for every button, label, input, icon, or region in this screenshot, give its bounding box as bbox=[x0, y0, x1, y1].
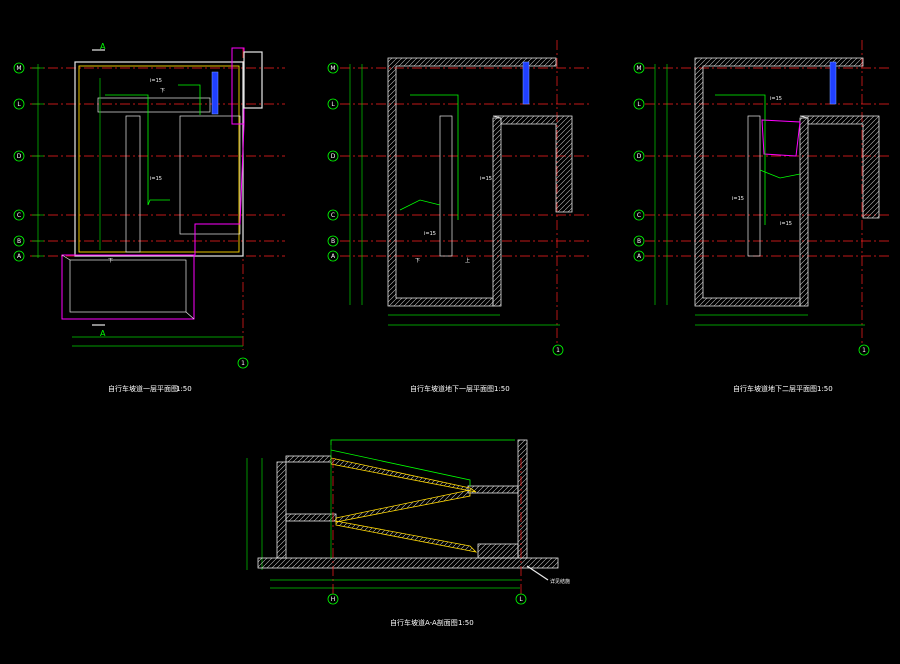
plan1-axis-bubble: C bbox=[17, 212, 21, 219]
plan1-axis-bubble: D bbox=[17, 153, 22, 160]
plan2-slope-label: i=15 bbox=[480, 176, 492, 182]
plan2-axis-bubble: M bbox=[330, 65, 335, 72]
plan2-title: 自行车坡道地下一层平面图 bbox=[410, 384, 494, 393]
plan2-slope-label-2: i=15 bbox=[424, 231, 436, 237]
section-axis-bubble: H bbox=[331, 596, 336, 603]
plan2-down-label: 下 bbox=[415, 258, 420, 264]
plan-basement-2 bbox=[645, 40, 890, 345]
plan1-axis-bubble: L bbox=[17, 101, 21, 108]
plan-first-floor bbox=[30, 47, 285, 350]
section-axis-bubble: L bbox=[519, 596, 523, 603]
plan1-col-bubble: 1 bbox=[241, 360, 245, 367]
plan3-slope-label-3: i=15 bbox=[780, 221, 792, 227]
section-note: 详见结施 bbox=[550, 578, 570, 585]
plan3-axis-bubble: D bbox=[637, 153, 642, 160]
plan1-down-label-2: 下 bbox=[108, 258, 113, 264]
plan3-scale: 1:50 bbox=[817, 385, 833, 393]
section-a-a bbox=[246, 439, 559, 596]
plan3-slope-label-2: i=15 bbox=[732, 196, 744, 202]
plan3-axis-bubble: A bbox=[637, 253, 642, 260]
plan-basement-1 bbox=[340, 40, 590, 345]
plan2-scale: 1:50 bbox=[494, 385, 510, 393]
plan2-axis-bubble: L bbox=[331, 101, 335, 108]
plan1-axis-bubble: B bbox=[17, 238, 21, 245]
section-title: 自行车坡道A-A剖面图 bbox=[390, 618, 458, 627]
plan1-axis-bubble: A bbox=[17, 253, 22, 260]
plan1-slope-label-2: i=15 bbox=[150, 176, 162, 182]
section-cut-mark-bottom: A bbox=[100, 329, 106, 338]
plan2-col-bubble: 1 bbox=[556, 347, 560, 354]
plan3-axis-bubble: L bbox=[637, 101, 641, 108]
plan1-scale: 1:50 bbox=[176, 385, 192, 393]
plan3-title: 自行车坡道地下二层平面图 bbox=[733, 384, 817, 393]
plan2-axis-bubble: B bbox=[331, 238, 335, 245]
plan1-axis-bubble: M bbox=[16, 65, 21, 72]
plan2-axis-bubble: C bbox=[331, 212, 335, 219]
section-scale: 1:50 bbox=[458, 619, 474, 627]
section-cut-mark-top: A bbox=[100, 42, 106, 51]
plan1-title: 自行车坡道一层平面图 bbox=[108, 384, 178, 393]
plan2-axis-bubble: A bbox=[331, 253, 336, 260]
plan1-slope-label: i=15 bbox=[150, 78, 162, 84]
plan2-up-label: 上 bbox=[465, 257, 470, 264]
plan3-axis-bubble: C bbox=[637, 212, 641, 219]
plan3-axis-bubble: M bbox=[636, 65, 641, 72]
plan3-axis-bubble: B bbox=[637, 238, 641, 245]
plan3-slope-label: i=15 bbox=[770, 96, 782, 102]
plan2-axis-bubble: D bbox=[331, 153, 336, 160]
plan1-down-label: 下 bbox=[160, 88, 165, 94]
plan3-col-bubble: 1 bbox=[862, 347, 866, 354]
